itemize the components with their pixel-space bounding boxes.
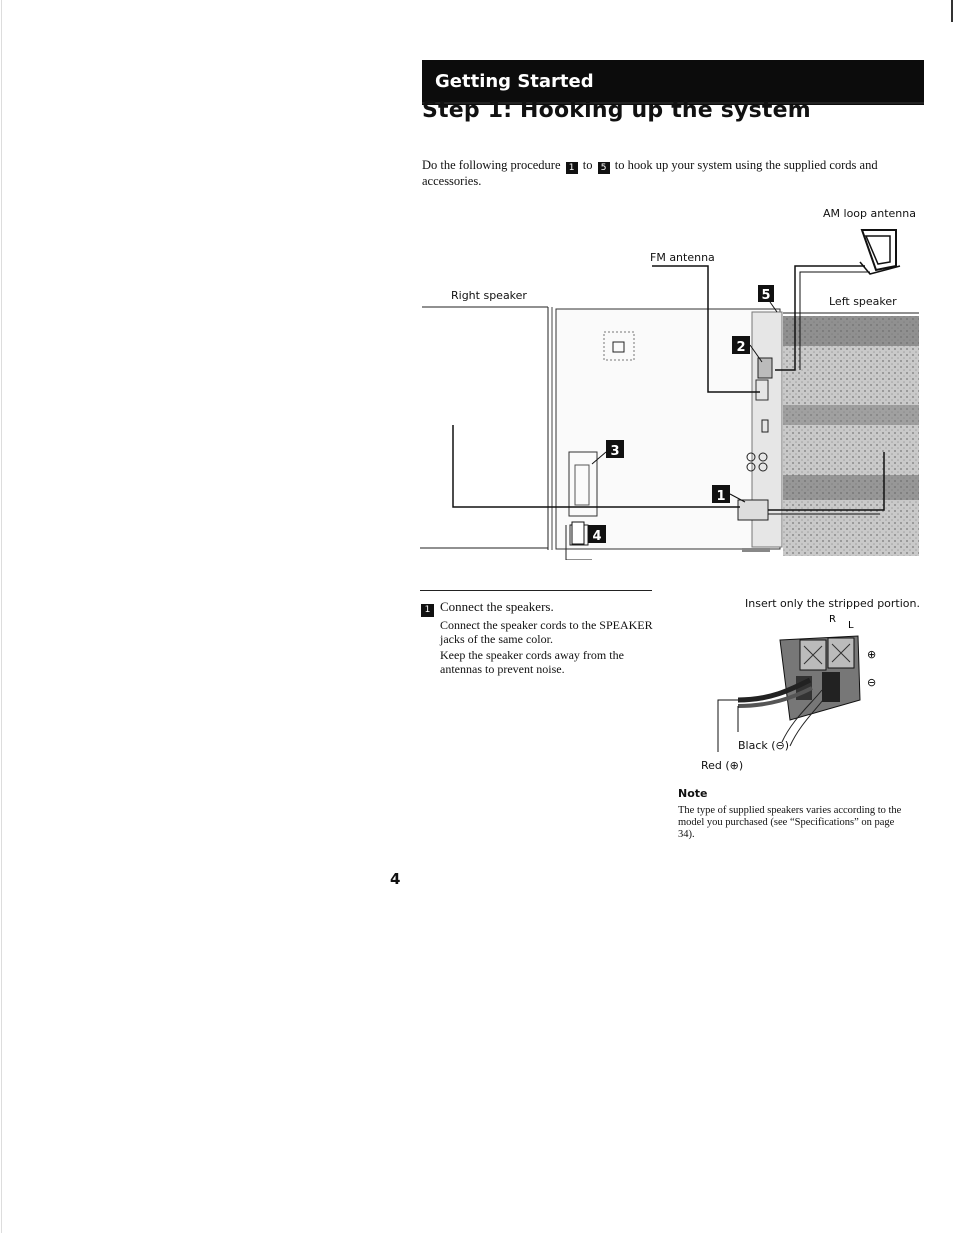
red-wire-label: Red (⊕): [701, 759, 744, 772]
fm-antenna-wire: [652, 265, 760, 393]
intro-step-first-badge: 1: [565, 162, 578, 174]
fm-antenna-label: FM antenna: [650, 251, 715, 264]
note-title: Note: [678, 787, 708, 800]
terminal-caption: Insert only the stripped portion.: [745, 597, 920, 610]
note-text: The type of supplied speakers varies acc…: [678, 805, 902, 840]
step-marker-5: 5: [758, 285, 778, 313]
step1-instruction-2: Keep the speaker cords away from the ant…: [440, 648, 624, 676]
step1-instruction-1: Connect the speaker cords to the SPEAKER…: [440, 618, 653, 646]
step1-heading: 1 Connect the speakers.: [421, 599, 554, 617]
step-marker-2: 2: [732, 336, 763, 363]
speaker-cords: [452, 425, 885, 515]
intro-text-after: to hook up your system using the supplie…: [422, 158, 878, 188]
intro-step-last-badge: 5: [597, 162, 610, 174]
step1-rule: [420, 590, 652, 591]
plus-symbol: ⊕: [867, 648, 876, 661]
right-speaker-label: Right speaker: [451, 289, 527, 302]
speaker-cord-drawing: [737, 677, 827, 747]
step-marker-1-label: 1: [716, 489, 725, 504]
scan-edge-right: [951, 0, 953, 22]
hookup-diagram: 5 2 3 1 4: [420, 229, 919, 560]
step1-heading-text: Connect the speakers.: [440, 599, 554, 614]
intro-connector: to: [582, 158, 593, 172]
speaker-terminal-illustration: R L ⊕ ⊖: [717, 615, 876, 752]
step-marker-1: 1: [712, 485, 746, 504]
ac-plug-drawing: [565, 521, 592, 560]
am-antenna-label: AM loop antenna: [823, 207, 916, 220]
main-unit-drawing: [555, 308, 783, 552]
black-wire-label: Black (⊖): [738, 739, 790, 752]
step-marker-3: 3: [591, 440, 624, 465]
right-speaker-drawing: [420, 306, 553, 550]
step-marker-4-label: 4: [592, 529, 601, 544]
step-marker-4: 4: [588, 525, 606, 544]
left-speaker-label: Left speaker: [829, 295, 897, 308]
terminal-l-label: L: [848, 620, 854, 631]
step-marker-2-label: 2: [736, 340, 745, 355]
terminal-block: [779, 635, 861, 721]
intro-text-before: Do the following procedure: [422, 158, 561, 172]
scan-edge-left: [1, 0, 2, 1233]
minus-symbol: ⊖: [867, 676, 876, 689]
title-rule: [422, 102, 924, 104]
red-leader-line: [717, 699, 738, 752]
am-loop-antenna-drawing: [775, 229, 901, 371]
page-title: Step 1: Hooking up the system: [422, 98, 811, 123]
step-marker-3-label: 3: [610, 444, 619, 459]
left-speaker-drawing: [783, 312, 919, 556]
section-title: Getting Started: [435, 71, 594, 92]
step1-number-badge: 1: [421, 604, 434, 617]
page-number: 4: [390, 870, 401, 888]
intro-paragraph: Do the following procedure 1 to 5 to hoo…: [422, 158, 902, 188]
step-marker-5-label: 5: [761, 288, 770, 303]
section-header-bar: Getting Started: [422, 60, 924, 105]
terminal-r-label: R: [829, 615, 836, 625]
